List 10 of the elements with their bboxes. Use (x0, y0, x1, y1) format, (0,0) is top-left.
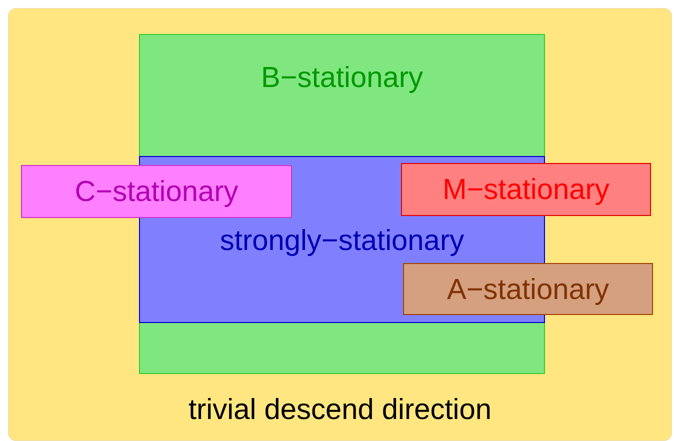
region-label: trivial descend direction (187, 393, 493, 427)
region-box (21, 165, 292, 218)
region-box (401, 163, 651, 216)
region-box (403, 263, 653, 315)
region-label: M−stationary (442, 173, 610, 207)
region-label: A−stationary (446, 273, 610, 307)
background-panel (8, 8, 672, 441)
region-label: strongly−stationary (218, 224, 466, 258)
region-label: C−stationary (74, 175, 240, 209)
region-label: B−stationary (260, 61, 424, 95)
